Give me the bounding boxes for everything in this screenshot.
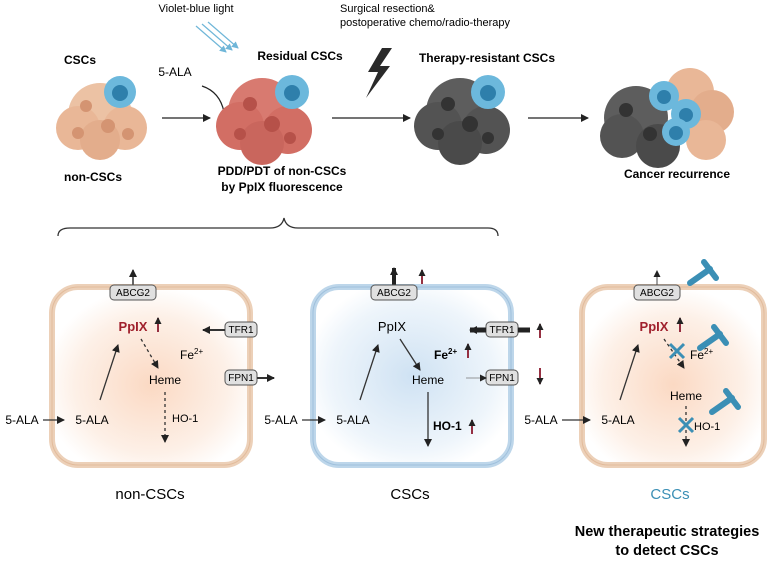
heme-label: Heme xyxy=(149,373,181,387)
grouping-brace xyxy=(57,217,499,237)
ala-to-ppix-arrow xyxy=(99,344,120,401)
lightning-icon xyxy=(366,48,392,98)
ala-outside-label: 5-ALA xyxy=(524,413,557,427)
block-cross-icon xyxy=(677,416,695,434)
ppix-to-heme-arrow xyxy=(399,338,421,371)
tfr1-label: TFR1 xyxy=(490,325,515,336)
ala-to-ppix-arrow xyxy=(359,344,380,401)
csc-cluster-initial xyxy=(56,76,147,160)
ppix-label: PpIX xyxy=(378,319,407,334)
inhibitor-icon xyxy=(687,259,719,286)
strategy-line1: New therapeutic strategies xyxy=(575,524,760,540)
block-cross-icon xyxy=(668,342,686,360)
nucleus xyxy=(122,128,134,140)
abcg2-label: ABCG2 xyxy=(116,288,150,299)
iron-label: Fe2+ xyxy=(180,347,203,362)
ala-inside-label: 5-ALA xyxy=(75,413,108,427)
residual-csc-label: Residual CSCs xyxy=(257,49,343,63)
ala-outside-label: 5-ALA xyxy=(264,413,297,427)
tfr1-label: TFR1 xyxy=(229,325,254,336)
heme-label: Heme xyxy=(670,389,702,403)
ala-curve xyxy=(201,85,225,113)
recurrence-label: Cancer recurrence xyxy=(624,167,730,181)
pdd-line2: by PpIX fluorescence xyxy=(221,180,343,194)
abcg2-label: ABCG2 xyxy=(377,288,411,299)
resistant-csc-label: Therapy-resistant CSCs xyxy=(419,51,555,65)
fpn1-label: FPN1 xyxy=(228,373,254,384)
abcg2-box xyxy=(370,284,418,301)
cell-csc-targeted: ABCG2 PpIX Fe2+ Heme HO- xyxy=(524,259,767,468)
ho1-label: HO-1 xyxy=(694,421,720,433)
cell-non-csc: ABCG2 PpIX TFR1 Fe2+ FPN1 Heme HO-1 5-AL… xyxy=(5,269,275,468)
ala-label: 5-ALA xyxy=(158,65,191,79)
light-label: Violet-blue light xyxy=(158,3,233,15)
ppix-label: PpIX xyxy=(640,319,669,334)
non-csc-label: non-CSCs xyxy=(64,170,122,184)
csc-label: CSCs xyxy=(64,53,96,67)
cell1-caption: non-CSCs xyxy=(115,486,184,503)
surgery-line2: postoperative chemo/radio-therapy xyxy=(340,17,510,29)
surgery-line1: Surgical resection& xyxy=(340,3,435,15)
nucleus xyxy=(80,100,92,112)
cell-csc: ABCG2 PpIX TFR1 Fe2+ FPN1 Heme HO-1 5-AL… xyxy=(264,267,544,468)
nucleus xyxy=(72,127,84,139)
pdd-line1: PDD/PDT of non-CSCs xyxy=(218,164,347,178)
ala-outside-label: 5-ALA xyxy=(5,413,38,427)
abcg2-label: ABCG2 xyxy=(640,288,674,299)
ala-to-ppix-arrow xyxy=(619,344,640,401)
abcg2-box xyxy=(633,284,681,301)
ppix-label: PpIX xyxy=(119,319,148,334)
nucleus xyxy=(101,119,115,133)
strategy-line2: to detect CSCs xyxy=(615,543,718,559)
light-rays-icon xyxy=(195,21,239,53)
ala-inside-label: 5-ALA xyxy=(336,413,369,427)
residual-csc-cluster xyxy=(216,75,312,165)
recurrence-cluster xyxy=(600,68,734,168)
heme-label: Heme xyxy=(412,373,444,387)
inhibitor-icon xyxy=(709,388,741,415)
ala-inside-label: 5-ALA xyxy=(601,413,634,427)
iron-label: Fe2+ xyxy=(434,347,457,362)
resistant-csc-cluster xyxy=(414,75,510,165)
cell2-caption: CSCs xyxy=(390,486,429,503)
cell3-caption: CSCs xyxy=(650,486,689,503)
fpn1-label: FPN1 xyxy=(489,373,515,384)
iron-label: Fe2+ xyxy=(690,347,713,362)
nucleus xyxy=(112,85,128,101)
ho1-label: HO-1 xyxy=(433,419,462,433)
cell-membrane xyxy=(579,284,767,468)
ho1-label: HO-1 xyxy=(172,413,198,425)
abcg2-box xyxy=(109,284,157,301)
inhibitor-icon xyxy=(697,324,729,351)
